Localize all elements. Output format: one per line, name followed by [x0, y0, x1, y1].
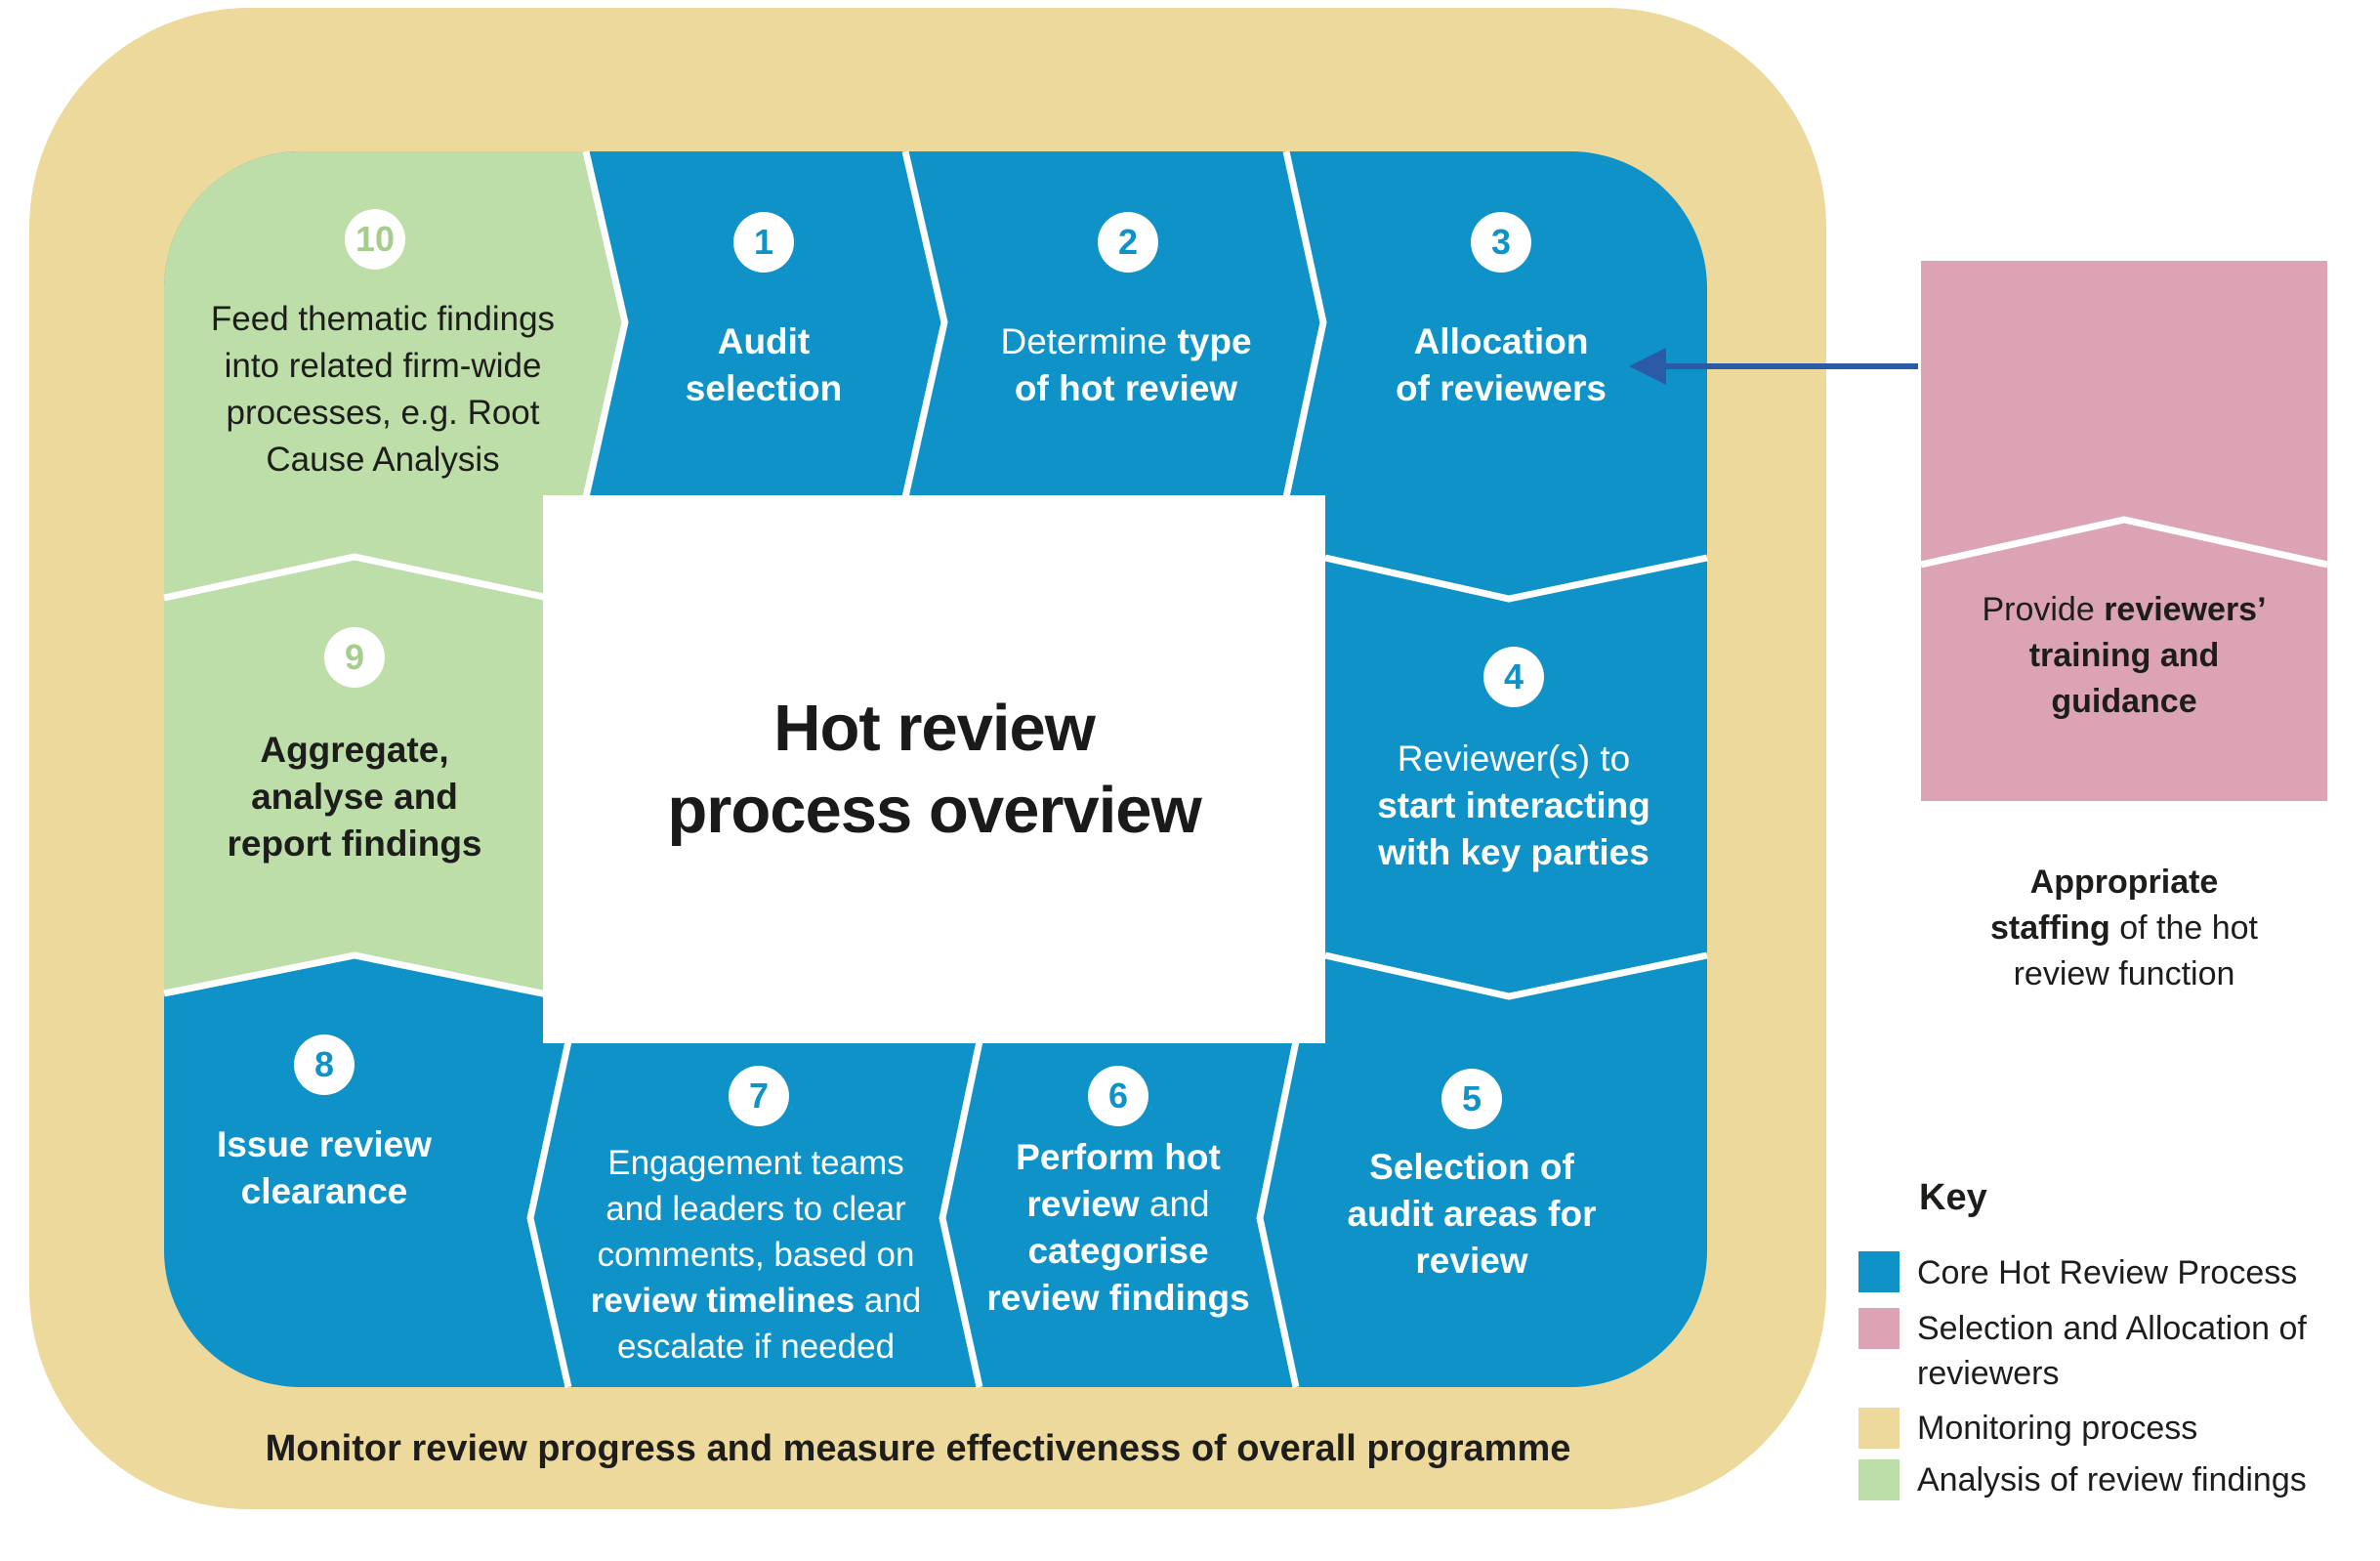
chevron-separators [163, 150, 1708, 1388]
legend-swatch-selection-allocation [1858, 1308, 1900, 1349]
step-1: Audit selection [685, 321, 843, 408]
step-7: Engagement teams and leaders to clear co… [590, 1144, 922, 1366]
step-6-number-badge: 6 [1088, 1066, 1148, 1126]
step-4-number-badge: 4 [1483, 647, 1544, 707]
key-heading: Key [1919, 1177, 1987, 1218]
chevron-divider-icon [1921, 516, 2327, 569]
legend-swatch-core-process [1858, 1251, 1900, 1292]
legend-label-monitoring: Monitoring process [1917, 1410, 2198, 1447]
step-1-number-badge: 1 [733, 212, 794, 273]
step-2-number-badge: 2 [1098, 212, 1158, 273]
step-8-number-badge: 8 [294, 1034, 355, 1095]
step-3-number-badge: 3 [1471, 212, 1531, 273]
legend-swatch-monitoring [1858, 1408, 1900, 1449]
step-10: Feed thematic findings into related firm… [210, 300, 556, 479]
legend-label-selection-allocation: Selection and Allocation of reviewers [1917, 1310, 2307, 1392]
step-4: Reviewer(s) to start interacting with ke… [1377, 738, 1650, 872]
step-9-number-badge: 9 [324, 627, 385, 688]
step-10-number-badge: 10 [345, 209, 405, 270]
step-2: Determine type of hot review [1000, 321, 1252, 408]
side-note-top: Provide reviewers’ training and guidance [1982, 591, 2267, 720]
step-7-number-badge: 7 [729, 1066, 789, 1126]
step-3: Allocation of reviewers [1396, 321, 1607, 408]
side-note: Provide reviewers’ training and guidance… [1921, 261, 2327, 992]
step-6: Perform hot review and categorise review… [986, 1137, 1250, 1318]
step-5: Selection of audit areas for review [1347, 1147, 1597, 1281]
monitor-progress-caption: Monitor review progress and measure effe… [265, 1428, 1571, 1469]
step-8: Issue review clearance [216, 1124, 433, 1211]
legend-label-analysis: Analysis of review findings [1917, 1461, 2307, 1498]
step-5-number-badge: 5 [1441, 1069, 1502, 1129]
legend-label-core-process: Core Hot Review Process [1917, 1254, 2298, 1291]
allocation-arrow-icon [1629, 348, 1918, 385]
page-title-line2: process overview [667, 773, 1201, 847]
step-9: Aggregate, analyse and report findings [227, 730, 482, 864]
analysis-green-region [164, 151, 625, 1001]
legend-swatch-analysis [1858, 1459, 1900, 1500]
page-title-line1: Hot review [773, 691, 1096, 765]
side-note-bottom: Appropriate staffing of the hot review f… [1989, 864, 2258, 992]
center-title-box: Hot review process overview [543, 495, 1325, 1043]
